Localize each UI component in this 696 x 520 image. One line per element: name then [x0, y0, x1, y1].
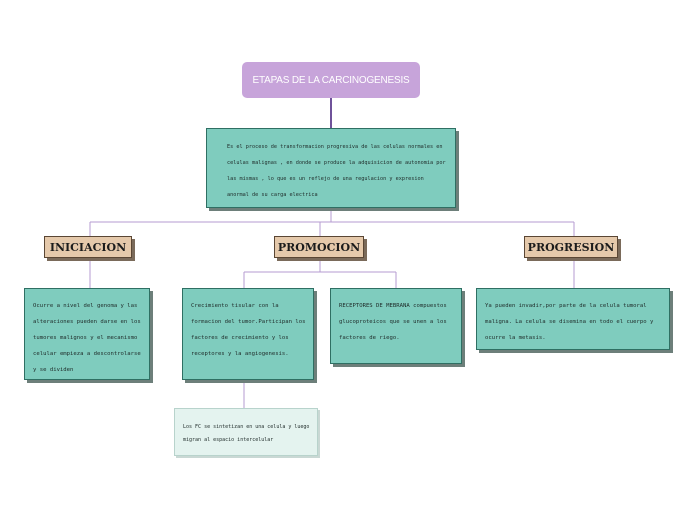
definition-text: Es el proceso de transformacion progresi… [227, 144, 446, 198]
iniciacion-text: Ocurre a nivel del genoma y las alteraci… [33, 303, 141, 373]
title-node[interactable]: ETAPAS DE LA CARCINOGENESIS [242, 62, 420, 98]
progresion-text: Ya pueden invadir,por parte de la celula… [485, 303, 654, 341]
title-text: ETAPAS DE LA CARCINOGENESIS [252, 74, 410, 86]
promocion-description-1[interactable]: Crecimiento tisular con la formacion del… [182, 288, 314, 380]
promocion-sub-description[interactable]: Los FC se sintetizan en una celula y lue… [174, 408, 318, 456]
progresion-description[interactable]: Ya pueden invadir,por parte de la celula… [476, 288, 670, 350]
definition-node[interactable]: Es el proceso de transformacion progresi… [206, 128, 456, 208]
stage-progresion-label: PROGRESION [527, 240, 615, 254]
iniciacion-description[interactable]: Ocurre a nivel del genoma y las alteraci… [24, 288, 150, 380]
stage-iniciacion[interactable]: INICIACION [44, 236, 132, 258]
stage-promocion-label: PROMOCION [277, 240, 361, 254]
promocion-text-1: Crecimiento tisular con la formacion del… [191, 303, 306, 357]
promocion-sub-text: Los FC se sintetizan en una celula y lue… [183, 424, 310, 443]
promocion-text-2: RECEPTORES DE MEBRANA compuestos glucopr… [339, 303, 447, 341]
stage-promocion[interactable]: PROMOCION [274, 236, 364, 258]
promocion-description-2[interactable]: RECEPTORES DE MEBRANA compuestos glucopr… [330, 288, 462, 364]
stage-progresion[interactable]: PROGRESION [524, 236, 618, 258]
stage-iniciacion-label: INICIACION [49, 240, 127, 254]
